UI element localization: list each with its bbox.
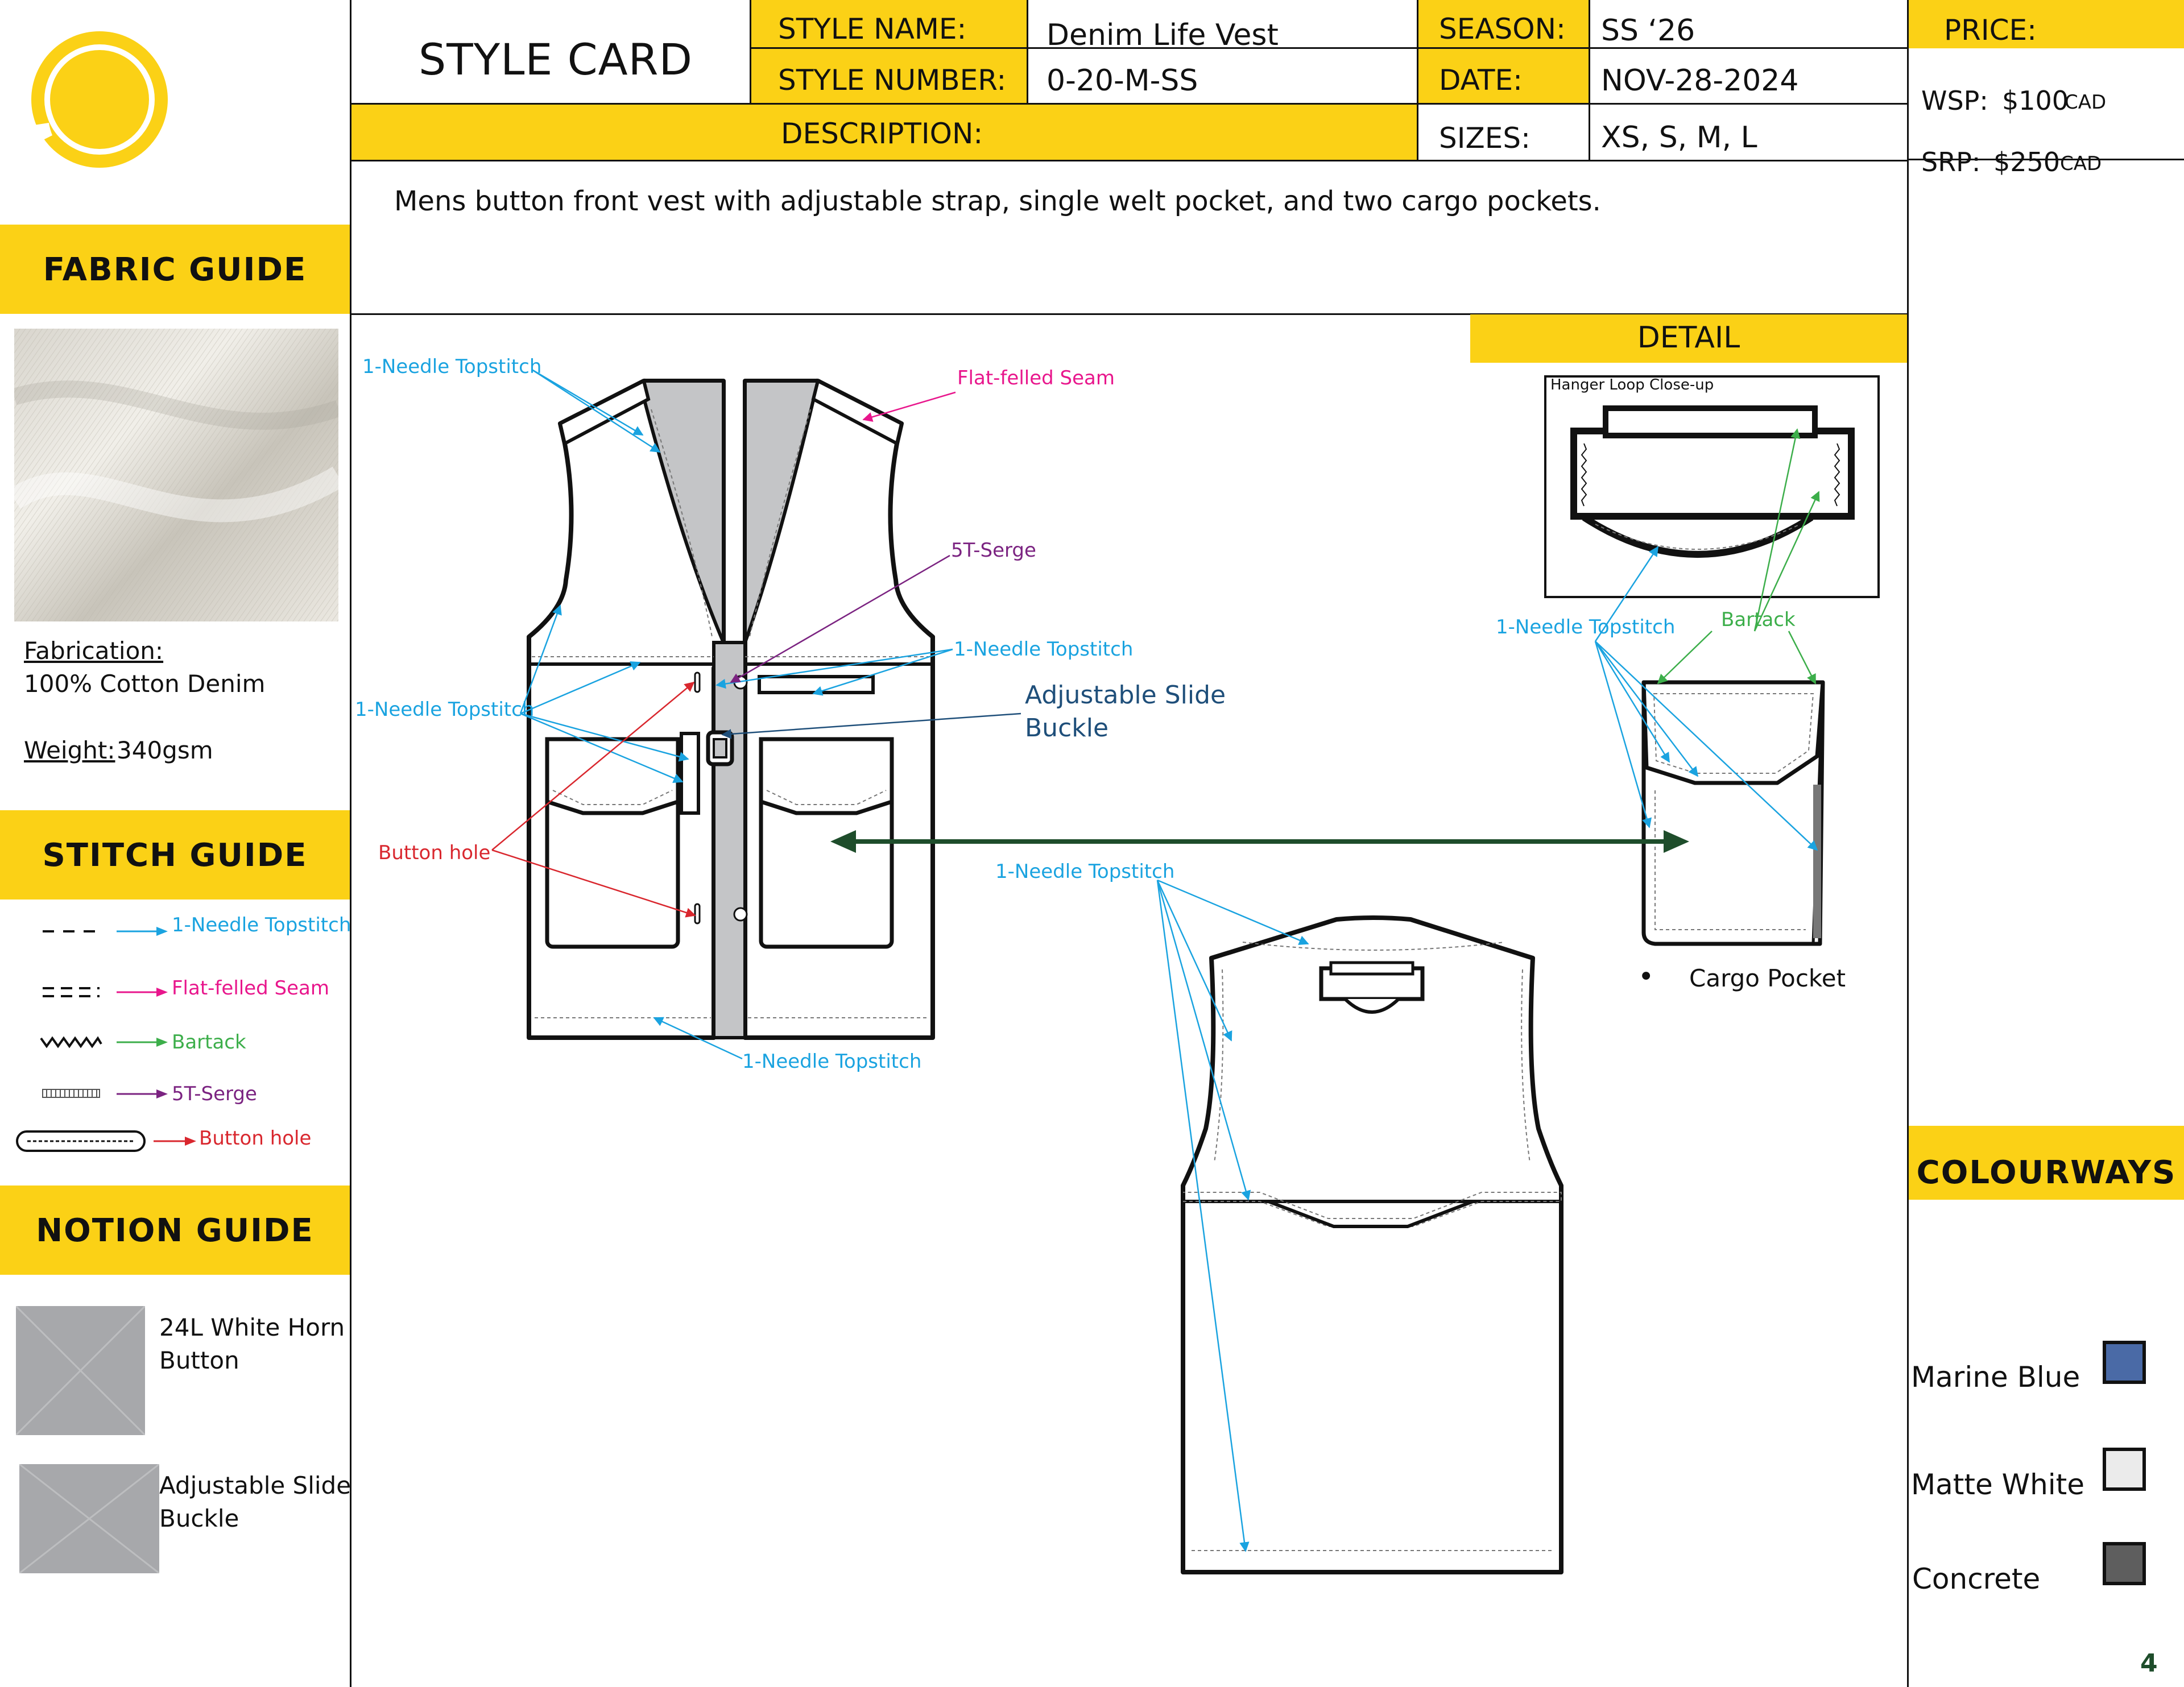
notion-item-buckle-line1: Adjustable Slide <box>159 1472 351 1499</box>
style-name-value: Denim Life Vest <box>1046 18 1279 52</box>
stitch-guide-item-flat-felled: Flat-felled Seam <box>172 977 329 1000</box>
price-divider <box>1909 159 2184 160</box>
srp-label: SRP: <box>1921 147 1981 177</box>
card-title: STYLE CARD <box>419 34 693 85</box>
page-number: 4 <box>2140 1649 2159 1678</box>
annotation-topstitch-welt: 1-Needle Topstitch <box>954 638 1134 661</box>
fabrication-label: Fabrication: <box>24 637 164 665</box>
weight-value: 340gsm <box>117 736 213 764</box>
detail-header <box>1470 314 1907 363</box>
notion-item-button-line1: 24L White Horn <box>159 1313 345 1341</box>
sizes-label: SIZES: <box>1439 122 1531 155</box>
back-vest-drawing <box>1181 915 1563 1574</box>
annotation-serge: 5T-Serge <box>951 539 1036 562</box>
season-divider <box>1417 0 1418 161</box>
hanger-loop-drawing <box>1570 405 1855 558</box>
style-number-label: STYLE NUMBER: <box>778 64 1007 97</box>
colourways-title: COLOURWAYS <box>1916 1154 2177 1191</box>
season-label-column <box>1418 0 1589 104</box>
srp-unit: CAD <box>2060 152 2102 175</box>
annotation-flat-felled: Flat-felled Seam <box>957 367 1115 389</box>
colourway-name-matte-white: Matte White <box>1911 1468 2085 1501</box>
colourway-swatch-marine-blue[interactable] <box>2103 1341 2146 1384</box>
wsp-unit: CAD <box>2065 91 2107 114</box>
season-value-divider <box>1589 0 1590 161</box>
stitch-guide-item-bartack: Bartack <box>172 1031 246 1054</box>
annotation-button-hole: Button hole <box>378 842 491 864</box>
colourway-swatch-matte-white[interactable] <box>2103 1448 2146 1491</box>
header-row2-line <box>351 103 1907 105</box>
wsp-amount: $100 <box>2002 85 2069 116</box>
stitch-guide-item-serge: 5T-Serge <box>172 1083 257 1105</box>
hanger-loop-label: Hanger Loop Close-up <box>1550 376 1714 393</box>
fabrication-value: 100% Cotton Denim <box>24 670 266 698</box>
title-divider <box>750 0 751 104</box>
notion-item-button-line2: Button <box>159 1346 239 1374</box>
stitch-guide-header <box>0 810 350 900</box>
colourway-swatch-concrete[interactable] <box>2103 1542 2146 1585</box>
date-label: DATE: <box>1439 64 1523 97</box>
season-value: SS ‘26 <box>1601 14 1695 48</box>
srp-amount: $250 <box>1993 147 2061 177</box>
stitch-guide-item-button-hole: Button hole <box>199 1127 312 1150</box>
annotation-bartack: Bartack <box>1721 608 1796 631</box>
notion-item-buckle-line2: Buckle <box>159 1504 239 1532</box>
stitch-guide-title: STITCH GUIDE <box>42 837 308 874</box>
wsp-label: WSP: <box>1921 85 1988 116</box>
colourways-header <box>1909 1126 2184 1200</box>
notion-buckle-swatch <box>19 1464 159 1573</box>
detail-link-arrow <box>830 830 1689 853</box>
date-value: NOV-28-2024 <box>1601 64 1799 98</box>
header-row3-line <box>351 160 1907 161</box>
front-vest-drawing <box>527 378 935 1040</box>
notion-button-swatch <box>16 1306 145 1435</box>
price-title: PRICE: <box>1944 14 2037 47</box>
style-label-column <box>751 0 1027 104</box>
fabric-guide-title: FABRIC GUIDE <box>43 251 307 288</box>
colourway-name-marine-blue: Marine Blue <box>1911 1361 2080 1394</box>
notion-guide-title: NOTION GUIDE <box>36 1212 314 1249</box>
header-row1-line <box>750 47 1907 49</box>
left-sidebar: FABRIC GUIDE Fabrication: 100% Cotton De… <box>0 0 351 1687</box>
stitch-guide-item-topstitch: 1-Needle Topstitch <box>172 914 351 936</box>
style-number-value: 0-20-M-SS <box>1046 64 1198 98</box>
annotation-topstitch-hem: 1-Needle Topstitch <box>742 1050 922 1073</box>
description-bottom-line <box>351 313 1907 315</box>
value-divider <box>1027 0 1028 104</box>
annotation-buckle-line2: Buckle <box>1025 714 1109 743</box>
detail-title: DETAIL <box>1637 321 1740 355</box>
cargo-pocket-bullet: • <box>1638 961 1654 993</box>
annotation-buckle-line1: Adjustable Slide <box>1025 681 1226 710</box>
description-label-bar <box>351 104 1418 161</box>
left-divider <box>350 0 351 1687</box>
description-label: DESCRIPTION: <box>781 117 983 150</box>
cargo-pocket-drawing <box>1641 680 1825 946</box>
annotation-topstitch-top: 1-Needle Topstitch <box>362 355 542 378</box>
price-header <box>1909 0 2184 48</box>
season-label: SEASON: <box>1439 13 1566 45</box>
header: STYLE CARD <box>351 0 1907 316</box>
sizes-value: XS, S, M, L <box>1601 121 1757 155</box>
annotation-topstitch-back: 1-Needle Topstitch <box>995 860 1175 883</box>
brand-logo <box>31 31 168 168</box>
style-name-label: STYLE NAME: <box>778 13 967 45</box>
fabric-swatch-image <box>14 329 338 621</box>
colourway-name-concrete: Concrete <box>1912 1562 2041 1595</box>
weight-label: Weight: <box>24 736 115 764</box>
annotation-topstitch-left: 1-Needle Topstitch <box>355 698 535 721</box>
cargo-pocket-label: Cargo Pocket <box>1689 964 1846 992</box>
right-divider <box>1907 0 1909 1687</box>
description-text: Mens button front vest with adjustable s… <box>394 185 1601 217</box>
notion-guide-header <box>0 1186 350 1275</box>
stitch-guide-symbols <box>16 927 196 1152</box>
fabric-guide-header <box>0 225 350 314</box>
annotation-topstitch-hanger: 1-Needle Topstitch <box>1496 616 1676 639</box>
